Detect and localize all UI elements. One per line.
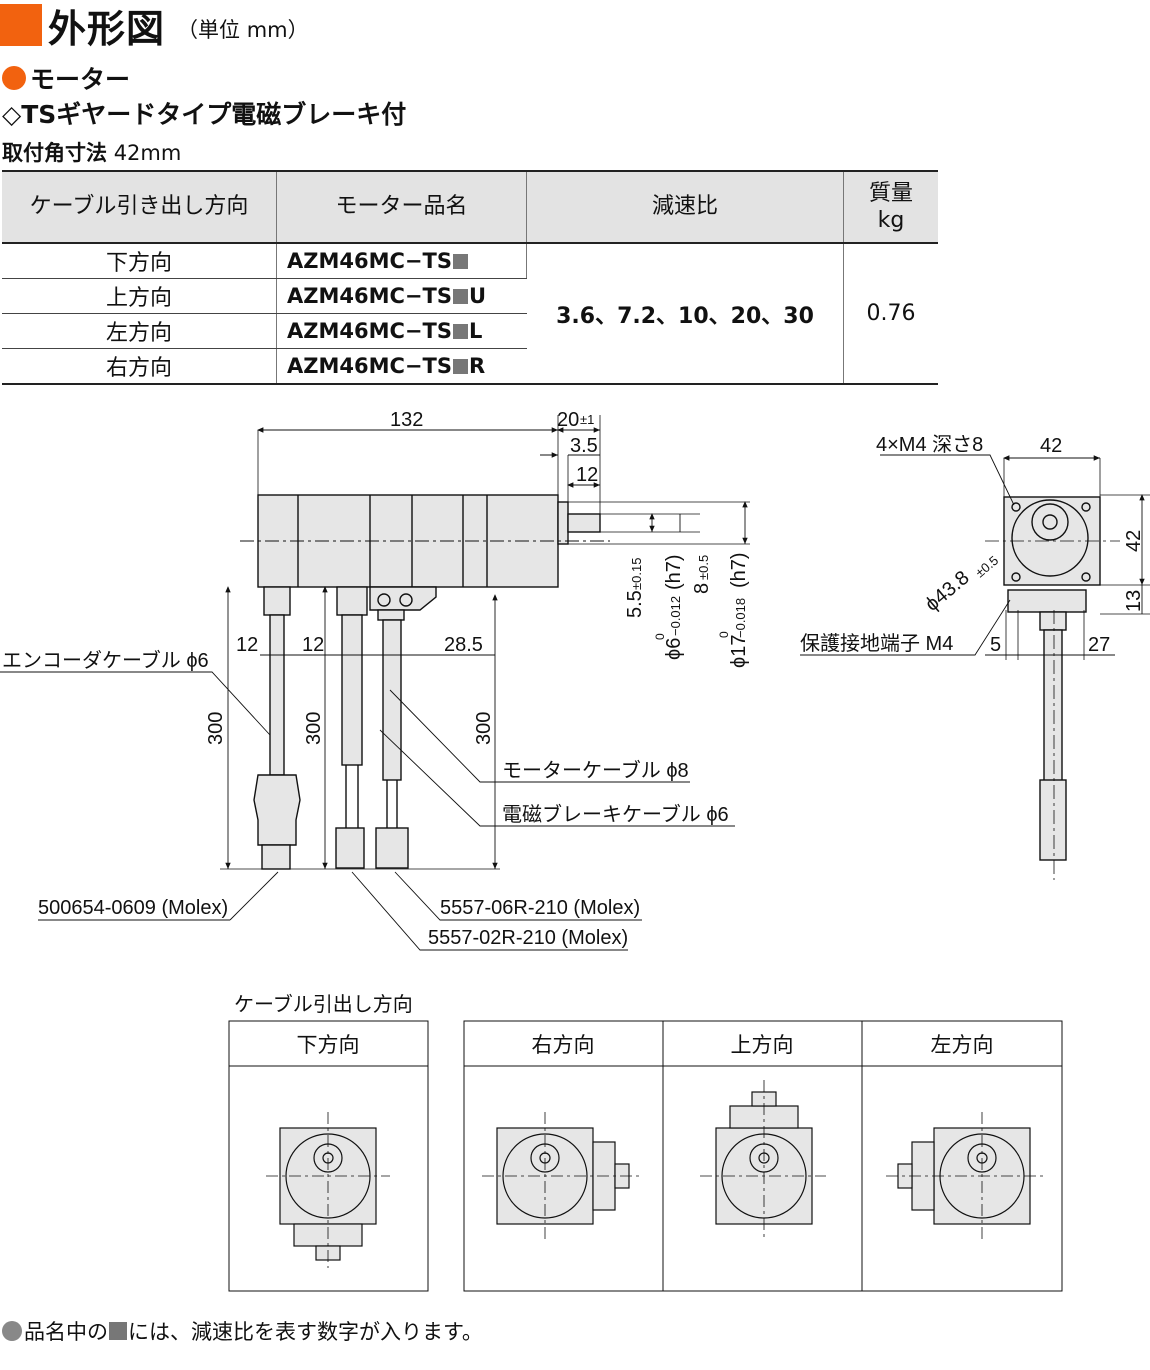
direction-panels: 下方向 右方向 上方向 左方向 bbox=[228, 1020, 1063, 1292]
side-m4: 4×M4 深さ8 bbox=[876, 433, 983, 456]
row-direction: 下方向 bbox=[2, 243, 277, 279]
side-ground: 保護接地端子 M4 bbox=[800, 632, 953, 655]
row-model: AZM46MC−TS bbox=[276, 243, 527, 279]
direction-left: 左方向 bbox=[931, 1034, 994, 1057]
placeholder-square-icon bbox=[109, 1322, 127, 1340]
side-42: 42 bbox=[1040, 435, 1062, 457]
connector-encoder bbox=[253, 774, 301, 846]
shaft-5-5: 5.5 bbox=[624, 590, 646, 618]
dim-12: 12 bbox=[576, 464, 598, 486]
section-heading-text: モーター bbox=[30, 65, 131, 94]
mount-label: 取付角寸法 bbox=[2, 141, 107, 165]
row-direction: 上方向 bbox=[2, 278, 277, 314]
shaft-17-tol-b: −0.018 bbox=[733, 598, 748, 638]
title-marker-icon bbox=[0, 4, 42, 46]
dim-300c: 300 bbox=[473, 712, 495, 745]
dim-12a: 12 bbox=[236, 634, 258, 656]
direction-right: 右方向 bbox=[532, 1034, 595, 1057]
section-heading: モーター bbox=[2, 60, 130, 96]
label-motor-cable: モーターケーブル ϕ8 bbox=[502, 758, 689, 782]
label-conn-1: 500654-0609 (Molex) bbox=[38, 897, 228, 919]
dim-3-5: 3.5 bbox=[570, 435, 598, 457]
header-model: モーター品名 bbox=[276, 170, 527, 244]
mount-value: 42mm bbox=[113, 141, 182, 165]
direction-down: 下方向 bbox=[297, 1034, 360, 1057]
label-conn-2: 5557-06R-210 (Molex) bbox=[440, 897, 640, 919]
side-5: 5 bbox=[990, 634, 1001, 656]
dim-300b: 300 bbox=[303, 712, 325, 745]
row-direction: 右方向 bbox=[2, 348, 277, 385]
title-text: 外形図 bbox=[48, 6, 166, 51]
shaft-6-fit: (h7) bbox=[663, 554, 685, 590]
outline-drawing: 132 20 ±1 3.5 12 12 12 28.5 300 300 300 … bbox=[0, 409, 1150, 951]
placeholder-square-icon bbox=[452, 359, 468, 374]
shaft-6-tol-a: 0 bbox=[653, 633, 667, 640]
connector-motor bbox=[335, 827, 365, 869]
title-unit: （単位 mm） bbox=[177, 18, 309, 42]
label-conn-3: 5557-02R-210 (Molex) bbox=[428, 927, 628, 949]
directions-caption: ケーブル引出し方向 bbox=[234, 992, 413, 1016]
output-shaft bbox=[567, 513, 601, 533]
brake-cable bbox=[382, 619, 402, 781]
side-pcd-tol: ±0.5 bbox=[972, 553, 1001, 581]
shaft-17-fit: (h7) bbox=[728, 552, 750, 588]
shaft-17-tol-a: 0 bbox=[717, 631, 731, 638]
side-13: 13 bbox=[1123, 590, 1145, 612]
dim-300a: 300 bbox=[205, 712, 227, 745]
encoder-cable bbox=[269, 614, 285, 776]
bullet-icon bbox=[2, 1321, 22, 1341]
direction-up: 上方向 bbox=[731, 1034, 794, 1057]
table-row: 下方向 AZM46MC−TS 3.6、7.2、10、20、30 0.76 bbox=[2, 243, 938, 385]
page-title: 外形図 （単位 mm） bbox=[0, 2, 309, 51]
mass-cell: 0.76 bbox=[843, 243, 938, 385]
dim-132: 132 bbox=[390, 409, 423, 431]
header-direction: ケーブル引き出し方向 bbox=[2, 170, 277, 244]
dim-12b: 12 bbox=[302, 634, 324, 656]
footnote-after: には、減速比を表す数字が入ります。 bbox=[128, 1320, 483, 1344]
label-brake-cable: 電磁ブレーキケーブル ϕ6 bbox=[502, 802, 729, 826]
placeholder-square-icon bbox=[452, 324, 468, 339]
ratio-cell: 3.6、7.2、10、20、30 bbox=[526, 243, 844, 385]
side-27: 27 bbox=[1088, 634, 1110, 656]
shaft-6: ϕ6 bbox=[663, 638, 685, 660]
side-42v: 42 bbox=[1123, 530, 1145, 552]
placeholder-square-icon bbox=[452, 289, 468, 304]
shaft-6-tol-b: −0.012 bbox=[668, 596, 683, 636]
bullet-icon bbox=[2, 66, 26, 90]
motor-cable bbox=[341, 614, 363, 766]
mount-size: 取付角寸法 42mm bbox=[2, 137, 181, 167]
connector-brake bbox=[375, 827, 409, 869]
dim-20: 20 bbox=[557, 409, 579, 431]
label-encoder-cable: エンコーダケーブル ϕ6 bbox=[2, 648, 209, 672]
side-pcd: ϕ43.8 bbox=[921, 567, 974, 616]
shaft-8: 8 bbox=[691, 583, 713, 594]
footnote: 品名中の には、減速比を表す数字が入ります。 bbox=[2, 1316, 483, 1346]
dim-20-tol: ±1 bbox=[580, 412, 594, 427]
shaft-17: ϕ17 bbox=[728, 635, 750, 668]
section-subheading: ◇TSギヤードタイプ電磁ブレーキ付 bbox=[2, 100, 407, 129]
shaft-8-tol: ±0.5 bbox=[696, 555, 711, 580]
placeholder-square-icon bbox=[452, 254, 468, 269]
shaft-5-5-tol: ±0.15 bbox=[629, 558, 644, 590]
footnote-before: 品名中の bbox=[24, 1320, 108, 1344]
row-direction: 左方向 bbox=[2, 313, 277, 349]
dim-28-5: 28.5 bbox=[444, 634, 483, 656]
header-ratio: 減速比 bbox=[526, 170, 844, 244]
